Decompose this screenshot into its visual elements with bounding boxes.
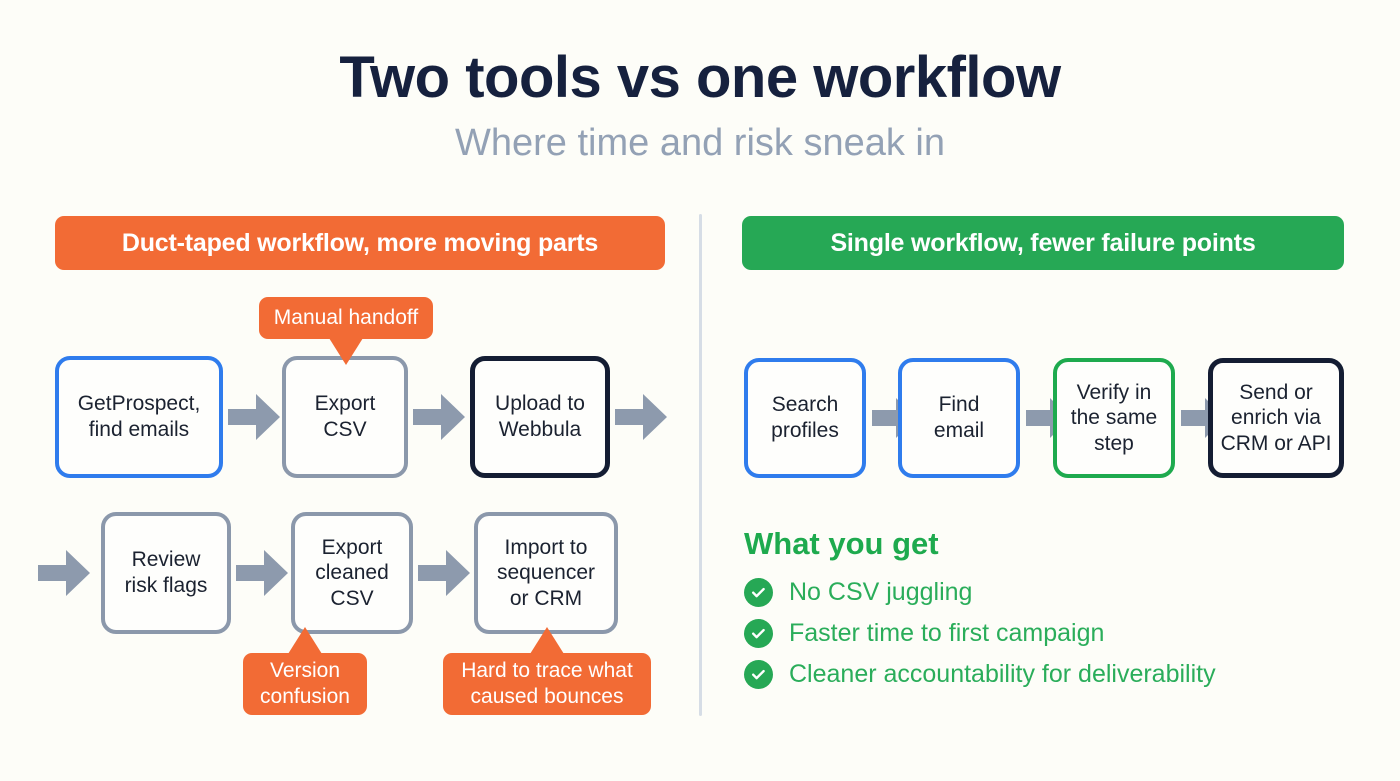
panel-divider — [699, 214, 702, 716]
left-panel-banner: Duct-taped workflow, more moving parts — [55, 216, 665, 270]
callout-tail-down-icon — [329, 338, 363, 365]
arrow-right-l1c-wrap — [615, 392, 667, 442]
check-circle-icon — [744, 660, 773, 689]
arrow-right-l1a — [228, 392, 280, 442]
check-circle-icon — [744, 578, 773, 607]
callout-manual-handoff: Manual handoff — [259, 297, 433, 365]
callout-tail-up-icon — [288, 627, 322, 654]
callout-tail-up-icon-2 — [530, 627, 564, 654]
benefit-item-1: No CSV juggling — [744, 578, 972, 607]
benefits-heading: What you get — [744, 526, 939, 561]
page-title: Two tools vs one workflow — [339, 45, 1061, 110]
callout-manual-handoff-label: Manual handoff — [273, 306, 419, 330]
benefit-item-3: Cleaner accountability for deliverabilit… — [744, 660, 1216, 689]
right-panel-banner: Single workflow, fewer failure points — [742, 216, 1344, 270]
benefit-label-1: No CSV juggling — [789, 578, 973, 606]
arrow-right-l2b — [418, 548, 470, 598]
arrow-right-l1b — [413, 392, 465, 442]
check-circle-icon — [744, 619, 773, 648]
benefit-item-2: Faster time to first campaign — [744, 619, 1104, 648]
benefit-label-2: Faster time to first campaign — [789, 619, 1105, 647]
benefit-label-3: Cleaner accountability for deliverabilit… — [789, 660, 1216, 688]
arrow-right-l2a — [236, 548, 288, 598]
left-row1-box-getprospect: GetProspect,find emails — [55, 356, 223, 478]
arrow-right-l2-wrapin — [38, 548, 90, 598]
page-subtitle: Where time and risk sneak in — [455, 122, 945, 164]
